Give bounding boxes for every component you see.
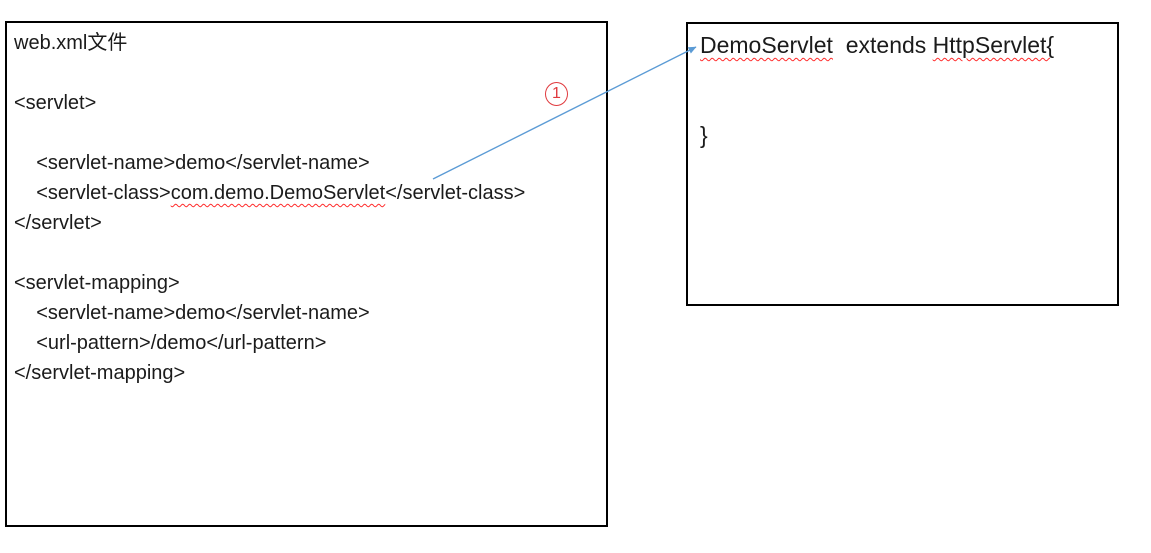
code-line: </servlet-mapping>	[14, 358, 599, 388]
code-text: web.xml文件	[14, 32, 128, 54]
code-text: <servlet-mapping>	[14, 272, 180, 294]
code-text: extends	[832, 32, 933, 58]
code-text: </servlet-mapping>	[14, 362, 186, 384]
misspelled-text: DemoServlet	[700, 32, 833, 58]
code-line: <servlet-class>com.demo.DemoServlet</ser…	[14, 178, 599, 208]
code-text: }	[700, 122, 708, 148]
misspelled-text: HttpServlet{	[932, 32, 1055, 58]
step-1-badge: 1	[545, 82, 568, 106]
webxml-box: web.xml文件 <servlet> <servlet-name>demo</s…	[5, 21, 608, 527]
code-line: web.xml文件	[14, 28, 599, 58]
code-line	[14, 118, 599, 148]
code-line	[14, 58, 599, 88]
code-line	[14, 238, 599, 268]
code-line: <url-pattern>/demo</url-pattern>	[14, 328, 599, 358]
code-line: <servlet>	[14, 88, 599, 118]
code-text: <url-pattern>/demo</url-pattern>	[14, 332, 327, 354]
code-line: <servlet-name>demo</servlet-name>	[14, 298, 599, 328]
servlet-class-box: DemoServlet extends HttpServlet{}	[686, 22, 1119, 306]
code-line: <servlet-mapping>	[14, 268, 599, 298]
code-line: }	[700, 120, 1105, 150]
code-line: </servlet>	[14, 208, 599, 238]
code-text: <servlet-name>demo</servlet-name>	[14, 152, 370, 174]
code-text: <servlet-name>demo</servlet-name>	[14, 302, 370, 324]
code-text: <servlet>	[14, 92, 97, 114]
code-line: <servlet-name>demo</servlet-name>	[14, 148, 599, 178]
misspelled-text: com.demo.DemoServlet	[170, 182, 386, 204]
code-line	[700, 90, 1105, 120]
code-text: </servlet>	[14, 212, 102, 234]
code-line	[700, 60, 1105, 90]
step-1-label: 1	[552, 85, 561, 102]
code-text: </servlet-class>	[385, 182, 526, 204]
code-line: DemoServlet extends HttpServlet{	[700, 30, 1105, 60]
code-text: <servlet-class>	[14, 182, 171, 204]
